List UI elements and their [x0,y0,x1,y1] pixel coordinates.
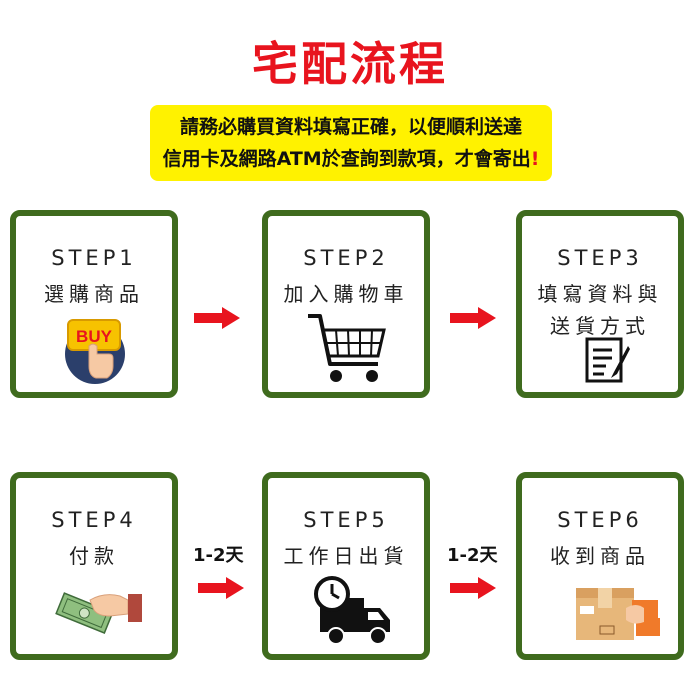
notice-banner: 請務必購買資料填寫正確，以便順利送達 信用卡及網路ATM於查詢到款項，才會寄出! [150,105,552,181]
cash-payment-icon [55,592,142,634]
buy-text: BUY [76,327,113,346]
step2-label: STEP2 [303,246,389,270]
delivery-truck-icon [314,576,390,645]
package-box-icon [576,588,660,640]
step3-desc-line1: 填寫資料與 [537,282,663,306]
step2-desc: 加入購物車 [283,282,409,306]
step4-desc: 付款 [69,544,119,568]
buy-button-icon: BUY [65,319,125,384]
step5-card: STEP5 工作日出貨 [262,472,430,660]
form-pen-icon [585,337,630,383]
step1-card: STEP1 選購商品 BUY [10,210,178,398]
step4-label: STEP4 [51,508,137,532]
notice-line-1: 請務必購買資料填寫正確，以便順利送達 [179,116,522,138]
step1-label: STEP1 [51,246,137,270]
arrow-step4-to-step5 [198,577,244,599]
duration-label-step5-6: 1-2天 [447,545,498,566]
notice-exclamation: ! [530,148,540,170]
step5-desc: 工作日出貨 [283,544,409,568]
notice-line-2-text: 信用卡及網路ATM於查詢到款項，才會寄出 [162,148,531,170]
shopping-cart-icon [308,314,386,382]
step1-desc: 選購商品 [44,282,144,306]
arrow-step5-to-step6 [450,577,496,599]
step3-desc: 填寫資料與 送貨方式 [522,278,678,342]
step2-card: STEP2 加入購物車 [262,210,430,398]
step4-card: STEP4 付款 [10,472,178,660]
arrow-step2-to-step3 [450,307,496,329]
step3-label: STEP3 [557,246,643,270]
step3-card: STEP3 填寫資料與 送貨方式 [516,210,684,398]
step3-desc-line2: 送貨方式 [550,314,650,338]
step6-label: STEP6 [557,508,643,532]
page-title: 宅配流程 [252,37,448,91]
notice-line-2: 信用卡及網路ATM於查詢到款項，才會寄出! [150,143,552,175]
step6-card: STEP6 收到商品 [516,472,684,660]
step6-desc: 收到商品 [550,544,650,568]
duration-label-step4-5: 1-2天 [193,545,244,566]
arrow-step1-to-step2 [194,307,240,329]
step5-label: STEP5 [303,508,389,532]
